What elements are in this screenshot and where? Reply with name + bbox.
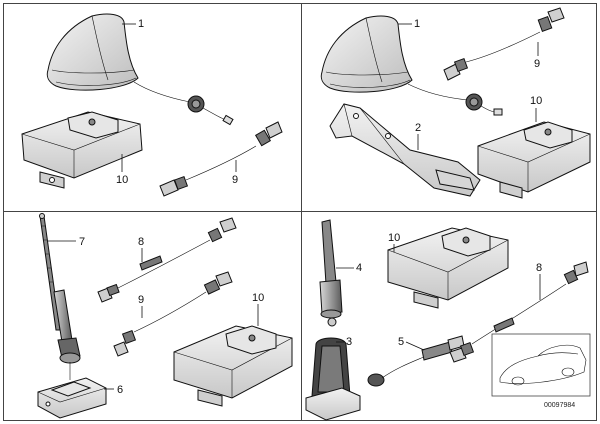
coax-connector-cable (443, 7, 565, 81)
label-4: 4 (356, 262, 362, 274)
label-9: 9 (138, 294, 144, 306)
antenna-base (37, 337, 107, 419)
label-6: 6 (117, 384, 123, 396)
control-unit (387, 227, 509, 309)
coax-connector-cable (159, 121, 283, 197)
label-1: 1 (138, 18, 144, 30)
antenna-cable (407, 83, 503, 116)
control-unit (477, 121, 591, 199)
label-10: 10 (116, 174, 128, 186)
label-9: 9 (534, 58, 540, 70)
coax-cable-long (97, 217, 237, 303)
antenna-mount (305, 337, 361, 421)
label-7: 7 (79, 236, 85, 248)
label-10: 10 (530, 95, 542, 107)
rod-antenna (39, 213, 73, 343)
label-8: 8 (138, 236, 144, 248)
label-1: 1 (414, 18, 420, 30)
control-unit (173, 325, 293, 407)
label-5: 5 (398, 336, 404, 348)
label-9: 9 (232, 174, 238, 186)
antenna-cable (133, 81, 234, 126)
short-rod-antenna (319, 219, 343, 327)
control-unit (21, 111, 143, 189)
label-10: 10 (388, 232, 400, 244)
shark-fin-antenna (320, 15, 413, 93)
label-8: 8 (536, 262, 542, 274)
shark-fin-antenna (46, 13, 139, 91)
coax-cable-short (113, 271, 233, 357)
antenna-adapter-cable (367, 335, 465, 387)
part-number: 00097984 (544, 402, 575, 409)
vehicle-thumbnail (491, 333, 591, 397)
mounting-bracket (329, 103, 481, 197)
label-10: 10 (252, 292, 264, 304)
label-3: 3 (346, 336, 352, 348)
coax-cable-long (449, 261, 589, 363)
label-2: 2 (415, 122, 421, 134)
panel-bottom-right (301, 211, 597, 421)
